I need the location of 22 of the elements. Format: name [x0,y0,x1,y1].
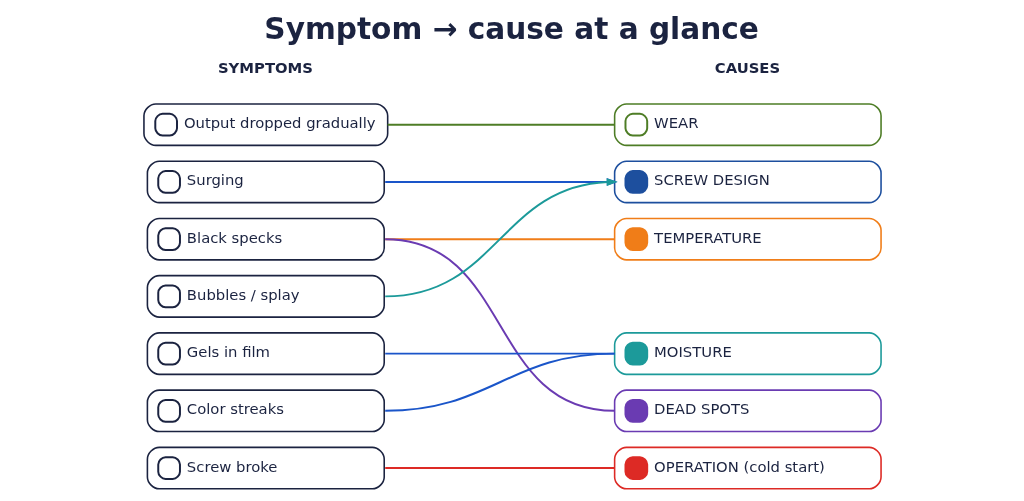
node-box: OPERATION (cold start) [613,446,882,490]
node-box: Color streaks [146,389,385,433]
node-box: Screw broke [146,446,385,490]
node-box: DEAD SPOTS [613,389,882,433]
arrow [383,178,618,298]
connector [383,467,616,470]
label: CAUSES [714,58,780,76]
arrow [383,178,618,186]
node-box: Black specks [146,217,385,261]
connector [383,352,616,412]
label: SYMPTOMS [217,58,313,76]
node-box: Surging [146,160,385,204]
node-box: MOISTURE [613,332,882,376]
connector [383,238,616,412]
node-box: TEMPERATURE [613,217,882,261]
node-box: WEAR [613,103,882,147]
connector [386,123,616,126]
node-box: Output dropped gradually [142,103,388,147]
node-box: Gels in film [146,332,385,376]
node-box: SCREW DESIGN [613,160,882,204]
diagram-title: Symptom → cause at a glance [263,11,759,46]
node-box: Bubbles / splay [146,274,385,318]
